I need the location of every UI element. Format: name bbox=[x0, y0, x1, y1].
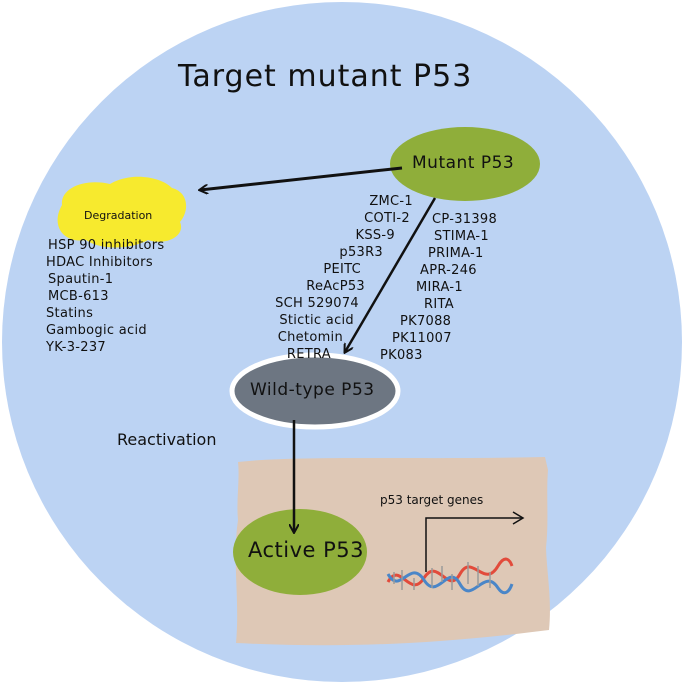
list-item: Gambogic acid bbox=[46, 323, 147, 338]
list-item: HSP 90 inhibitors bbox=[48, 238, 165, 253]
wildtype-p53-node bbox=[229, 352, 401, 430]
list-item: RITA bbox=[424, 297, 454, 312]
target-genes-arrow bbox=[425, 517, 522, 572]
active-p53-label: Active P53 bbox=[248, 538, 365, 562]
list-item: Spautin-1 bbox=[48, 272, 114, 287]
mutant-p53-node bbox=[390, 127, 540, 201]
degradation-drug-list: HSP 90 inhibitors HDAC Inhibitors Spauti… bbox=[46, 237, 165, 356]
list-item: ZMC-1 bbox=[369, 194, 413, 209]
list-item: Chetomin bbox=[277, 330, 343, 345]
list-item: p53R3 bbox=[339, 245, 383, 260]
list-item: SCH 529074 bbox=[275, 296, 359, 311]
target-genes-arrowhead bbox=[512, 511, 525, 525]
list-item: PK11007 bbox=[392, 331, 452, 346]
list-item: PRIMA-1 bbox=[428, 246, 484, 261]
list-item: COTI-2 bbox=[364, 211, 410, 226]
list-item: PK7088 bbox=[400, 314, 452, 329]
reactivation-label: Reactivation bbox=[117, 430, 217, 449]
dna-icon bbox=[386, 557, 514, 595]
mutant-p53-label: Mutant P53 bbox=[412, 153, 515, 173]
wildtype-p53-label: Wild-type P53 bbox=[250, 380, 375, 400]
list-item: MCB-613 bbox=[48, 289, 109, 304]
active-p53-node bbox=[233, 509, 367, 595]
reactivation-drug-list-left: ZMC-1 COTI-2 KSS-9 p53R3 PEITC ReAcP53 S… bbox=[258, 193, 413, 363]
reactivation-drug-list-right: CP-31398 STIMA-1 PRIMA-1 APR-246 MIRA-1 … bbox=[380, 211, 498, 364]
arrow-to-degradation bbox=[200, 166, 403, 190]
list-item: RETRA bbox=[286, 347, 331, 362]
list-item: KSS-9 bbox=[355, 228, 395, 243]
degradation-cloud bbox=[57, 176, 187, 248]
degradation-label: Degradation bbox=[84, 209, 153, 222]
list-item: PK083 bbox=[380, 348, 423, 363]
list-item: ReAcP53 bbox=[306, 279, 365, 294]
list-item: STIMA-1 bbox=[434, 229, 489, 244]
diagram-title: Target mutant P53 bbox=[178, 59, 473, 94]
list-item: Statins bbox=[46, 306, 94, 321]
list-item: HDAC Inhibitors bbox=[46, 255, 153, 270]
list-item: PEITC bbox=[323, 262, 361, 277]
list-item: MIRA-1 bbox=[416, 280, 463, 295]
target-genes-label: p53 target genes bbox=[380, 493, 484, 507]
cell-region bbox=[235, 457, 550, 646]
list-item: YK-3-237 bbox=[46, 340, 106, 355]
list-item: CP-31398 bbox=[432, 212, 498, 227]
arrow-to-wildtype bbox=[345, 197, 437, 352]
list-item: Stictic acid bbox=[279, 313, 354, 328]
list-item: APR-246 bbox=[420, 263, 477, 278]
